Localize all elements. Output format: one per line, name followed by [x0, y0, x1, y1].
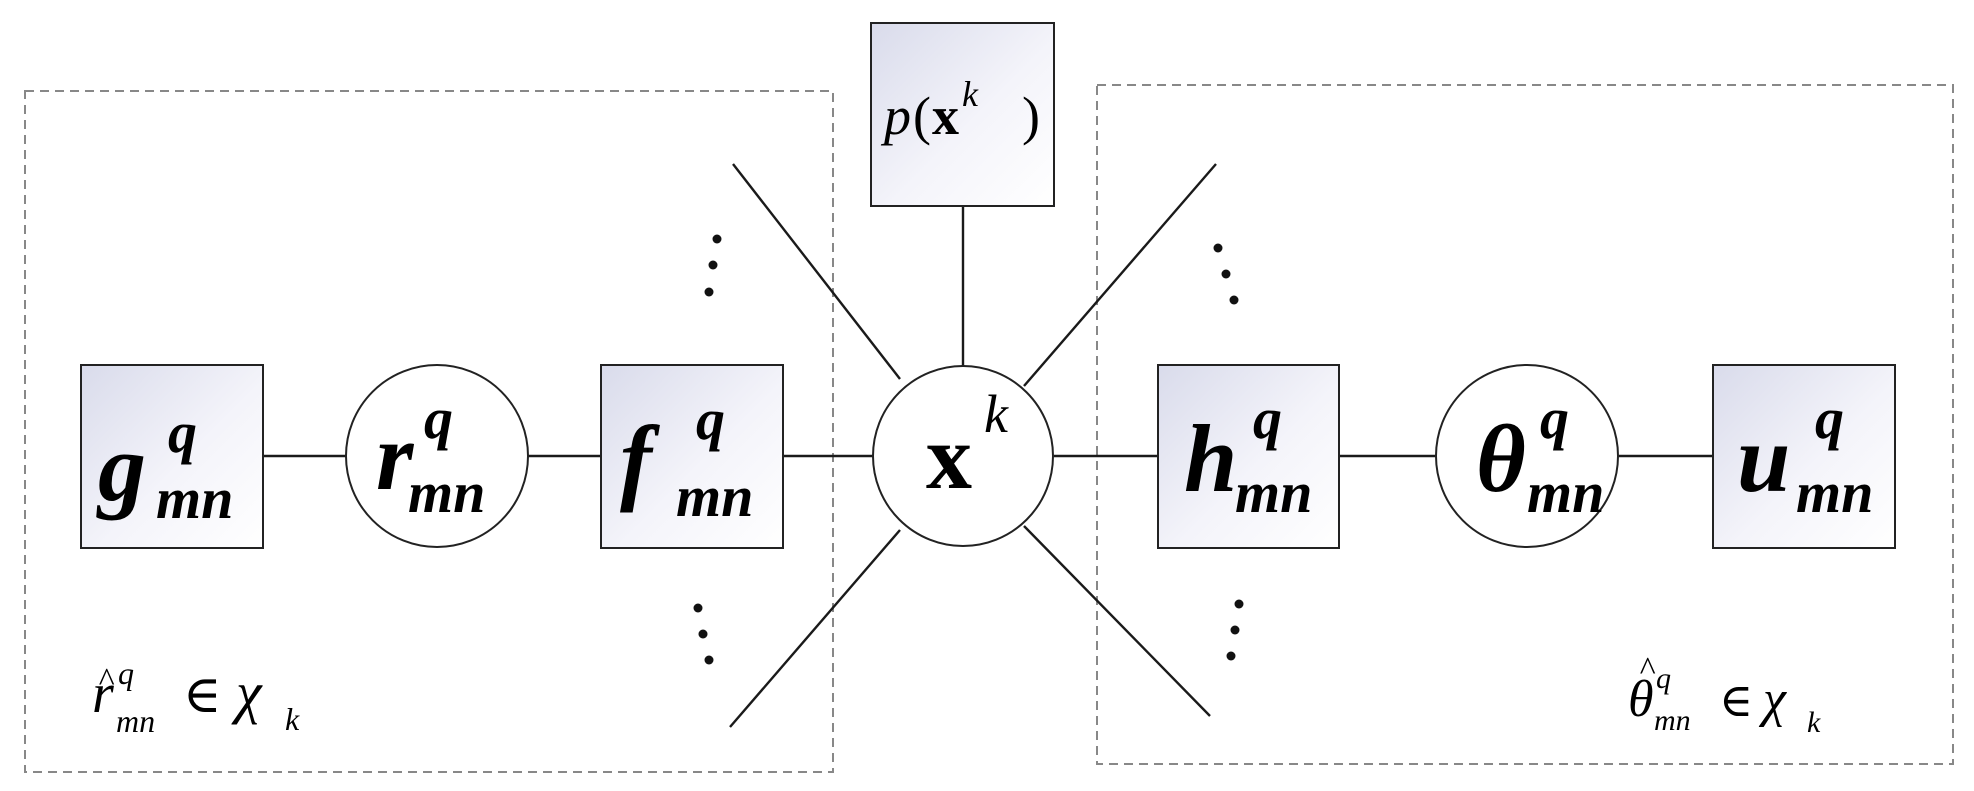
label-r-sub: mn	[408, 460, 485, 525]
label-r-symbol: r	[376, 403, 415, 510]
factor-g-box	[80, 364, 264, 549]
left-group-sub: mn	[116, 703, 155, 739]
prior-close: )	[1022, 86, 1040, 146]
edge-lower-left	[729, 529, 901, 728]
ellipsis-upper-right	[1213, 243, 1239, 305]
prior-func: p	[880, 86, 911, 146]
right-group-set: χ	[1758, 671, 1787, 728]
left-group-sup: q	[118, 655, 134, 691]
left-group-box	[24, 90, 834, 773]
label-x: x k	[926, 384, 1009, 508]
label-theta-symbol: θ	[1476, 405, 1526, 512]
label-g-sup: q	[168, 400, 197, 465]
factor-f-box	[600, 364, 784, 549]
right-group-sub: mn	[1654, 704, 1691, 737]
factor-h-box	[1157, 364, 1340, 549]
left-group-set: χ	[231, 660, 263, 725]
left-group-label: ^ r q mn ∈ χ k	[92, 655, 300, 739]
factor-u-box	[1712, 364, 1896, 549]
right-group-hat: ^	[1639, 651, 1656, 688]
label-h-sub: mn	[1235, 460, 1312, 525]
label-theta: θ q mn	[1476, 386, 1604, 525]
prior-open: (	[913, 86, 931, 146]
label-f-sup: q	[696, 387, 725, 452]
prior-var: x	[932, 86, 959, 146]
ellipsis-upper-left	[704, 234, 722, 297]
prior-sup: k	[962, 74, 979, 114]
label-h-sup: q	[1253, 386, 1282, 451]
edges	[263, 163, 1713, 728]
label-f-sub: mn	[676, 464, 753, 529]
variable-theta-circle	[1435, 364, 1619, 548]
left-group-rel: ∈	[183, 667, 222, 724]
prior-factor-box	[870, 22, 1055, 207]
ellipsis-lower-left	[693, 603, 714, 665]
left-group-set-sub: k	[285, 701, 300, 737]
right-group-set-sub: k	[1807, 706, 1821, 739]
edge-upper-right	[1023, 163, 1217, 387]
left-group-hat: ^	[98, 662, 115, 699]
label-u: u q mn	[1737, 386, 1873, 525]
prior-label: p ( x k )	[880, 74, 1040, 146]
left-group-symbol: r	[92, 663, 114, 725]
label-r: r q mn	[376, 386, 485, 525]
label-u-sub: mn	[1796, 460, 1873, 525]
variable-x-circle	[872, 365, 1054, 547]
label-theta-sup: q	[1540, 386, 1569, 451]
variable-r-circle	[345, 364, 529, 548]
right-group-box	[1096, 84, 1954, 765]
label-h: h q mn	[1184, 386, 1312, 525]
edge-lower-right	[1023, 525, 1211, 717]
right-group-label: ^ θ q mn ∈ χ k	[1628, 651, 1821, 739]
edge-upper-left	[732, 163, 901, 380]
right-group-rel: ∈	[1719, 675, 1753, 726]
label-x-sup: k	[984, 384, 1009, 444]
label-u-symbol: u	[1737, 405, 1790, 512]
label-r-sup: q	[424, 386, 453, 451]
right-group-symbol: θ	[1628, 671, 1654, 728]
label-theta-sub: mn	[1527, 460, 1604, 525]
label-h-symbol: h	[1184, 405, 1237, 512]
label-u-sup: q	[1815, 386, 1844, 451]
label-x-symbol: x	[926, 406, 972, 508]
label-g-symbol: g	[96, 414, 146, 521]
label-g-sub: mn	[156, 466, 233, 531]
label-g: g q mn	[96, 400, 233, 531]
ellipsis-lower-right	[1226, 599, 1244, 661]
right-group-sup: q	[1656, 662, 1671, 695]
